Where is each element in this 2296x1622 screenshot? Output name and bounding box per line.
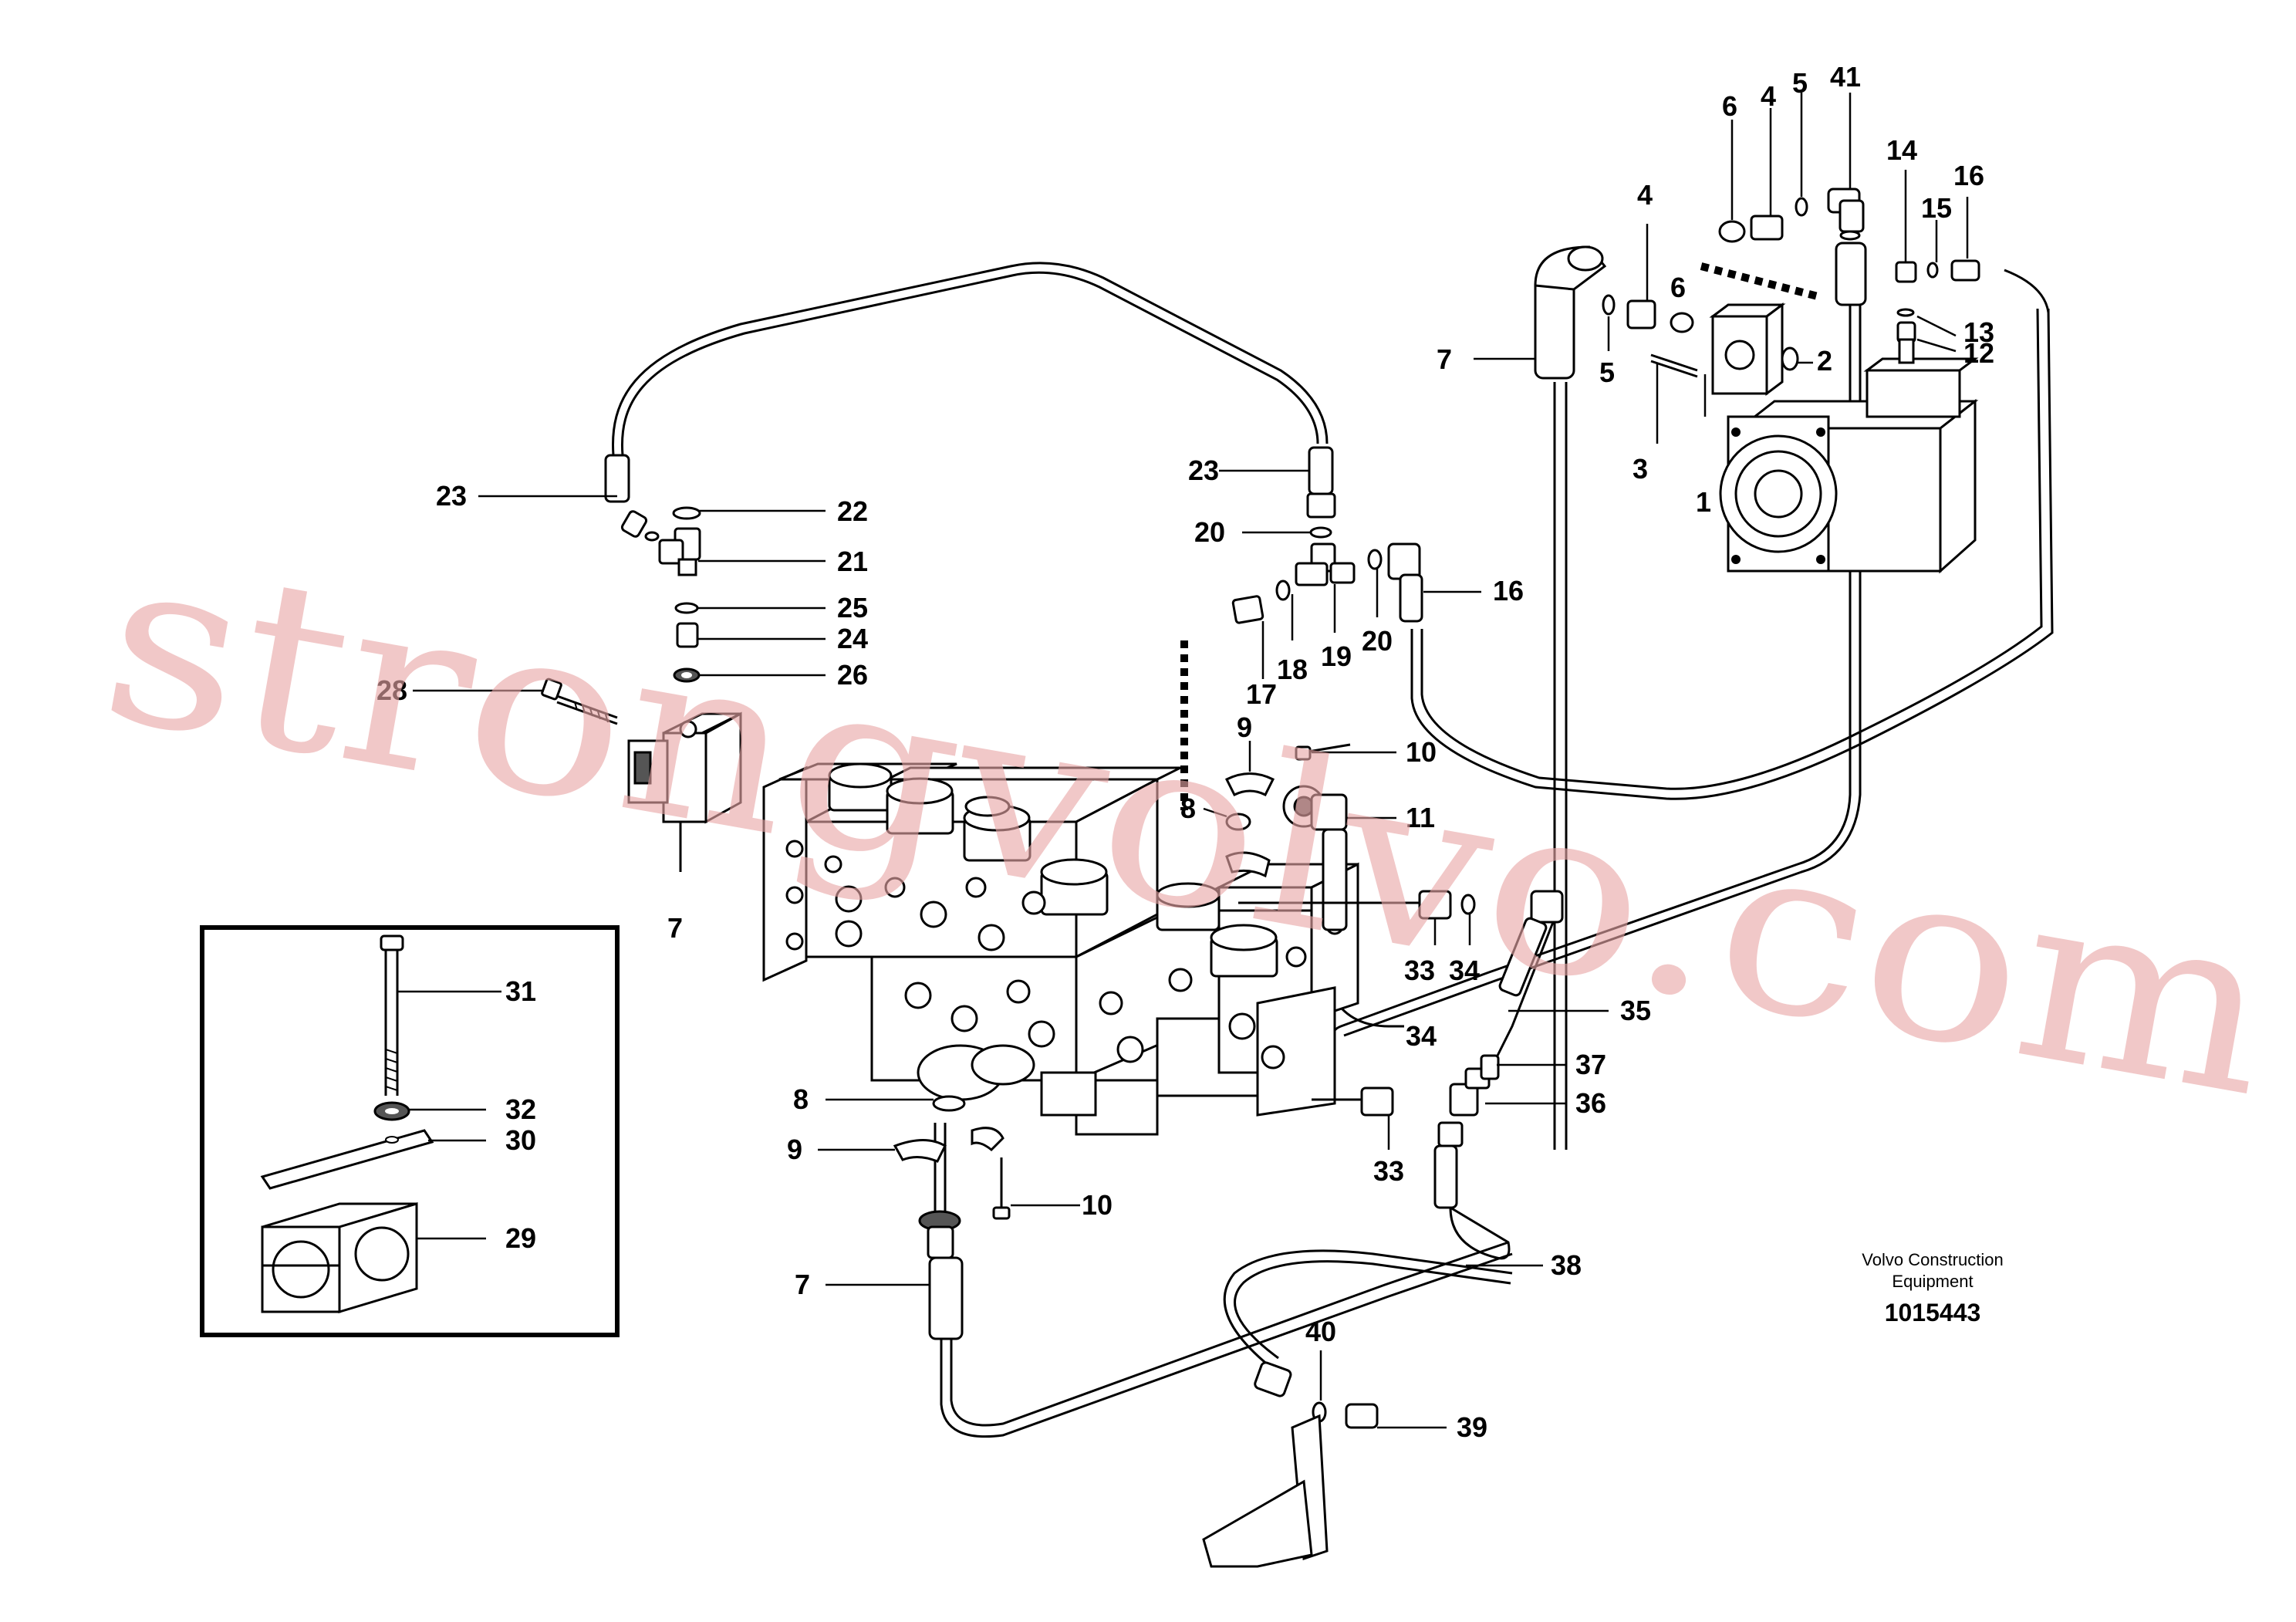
callout-23-left: 23 — [436, 480, 467, 512]
fittings-33-36-lower — [1312, 1054, 1500, 1209]
callout-10-lower: 10 — [1082, 1189, 1113, 1221]
callout-23-middle: 23 — [1188, 454, 1219, 486]
caption-drawing-number: 1015443 — [1885, 1299, 1981, 1326]
callout-15: 15 — [1921, 192, 1952, 224]
callout-20-lower: 20 — [1362, 625, 1393, 657]
callout-35: 35 — [1620, 995, 1651, 1026]
flange-clamp-lower — [893, 1095, 1011, 1340]
callout-6-top: 6 — [1722, 90, 1737, 122]
callout-16-top: 16 — [1953, 160, 1984, 191]
callout-32: 32 — [505, 1093, 536, 1125]
callout-7-left: 7 — [667, 912, 683, 944]
callout-24: 24 — [837, 623, 868, 654]
callout-8-lower: 8 — [793, 1083, 809, 1115]
callout-20-upper: 20 — [1194, 516, 1225, 548]
callout-28: 28 — [376, 674, 407, 706]
callout-13: 13 — [1963, 316, 1994, 348]
callout-40: 40 — [1305, 1316, 1336, 1347]
callout-17: 17 — [1246, 678, 1277, 710]
callout-34-lower: 34 — [1406, 1020, 1437, 1052]
fittings-33-34-upper — [1238, 890, 1564, 997]
control-valve-block — [762, 762, 1359, 1136]
tee-fitting-middle — [1231, 446, 1423, 624]
callout-26: 26 — [837, 659, 868, 691]
flange-clamp-upper — [1224, 743, 1351, 931]
bolt-28 — [541, 678, 618, 725]
callout-9-upper: 9 — [1237, 711, 1252, 743]
callout-2: 2 — [1817, 345, 1832, 377]
callout-7-lower: 7 — [795, 1269, 810, 1300]
callout-9-lower: 9 — [787, 1134, 802, 1165]
callout-10-upper: 10 — [1406, 736, 1437, 768]
callout-33-upper: 33 — [1404, 955, 1435, 986]
callout-29: 29 — [505, 1222, 536, 1254]
callout-labels: 1 2 3 4 4 5 5 6 6 7 7 7 7 8 8 9 9 10 10 … — [376, 61, 1994, 1443]
callout-12: 12 — [1963, 337, 1994, 369]
callout-41: 41 — [1830, 61, 1861, 93]
callout-33-lower: 33 — [1373, 1155, 1404, 1187]
callout-11: 11 — [1406, 802, 1435, 833]
callout-5: 5 — [1599, 357, 1615, 388]
inset-clamp-box — [200, 925, 620, 1337]
callout-25: 25 — [837, 592, 868, 623]
callout-21: 21 — [837, 546, 868, 577]
callout-31: 31 — [505, 975, 536, 1007]
callout-39: 39 — [1457, 1411, 1487, 1443]
callout-7-upper: 7 — [1437, 343, 1452, 375]
callout-4-top: 4 — [1761, 80, 1776, 112]
callout-4: 4 — [1637, 179, 1653, 211]
bracket-39-40 — [1202, 1361, 1379, 1568]
callout-19: 19 — [1321, 640, 1352, 672]
leader-lines — [397, 93, 1969, 1429]
caption-company-line1: Volvo Construction — [1862, 1250, 2003, 1269]
callout-8-upper: 8 — [1180, 792, 1196, 824]
hose-lines — [611, 262, 2054, 1438]
caption-block: Volvo Construction Equipment 1015443 — [1862, 1250, 2003, 1326]
callout-14: 14 — [1886, 134, 1917, 166]
callout-22: 22 — [837, 495, 868, 527]
dashed-link-top — [1700, 262, 1822, 301]
caption-company-line2: Equipment — [1892, 1272, 1973, 1291]
callout-37: 37 — [1575, 1049, 1606, 1080]
callout-6: 6 — [1670, 272, 1686, 303]
callout-34-upper: 34 — [1449, 955, 1480, 986]
callout-1: 1 — [1696, 486, 1711, 518]
upper-right-assembly — [1534, 188, 1980, 574]
callout-36: 36 — [1575, 1087, 1606, 1119]
callout-3: 3 — [1633, 453, 1648, 485]
callout-38: 38 — [1551, 1249, 1582, 1281]
pilot-valve-block — [627, 711, 742, 872]
callout-18: 18 — [1277, 654, 1308, 685]
callout-30: 30 — [505, 1124, 536, 1156]
callout-5-top: 5 — [1792, 67, 1808, 99]
callout-16: 16 — [1493, 575, 1524, 607]
